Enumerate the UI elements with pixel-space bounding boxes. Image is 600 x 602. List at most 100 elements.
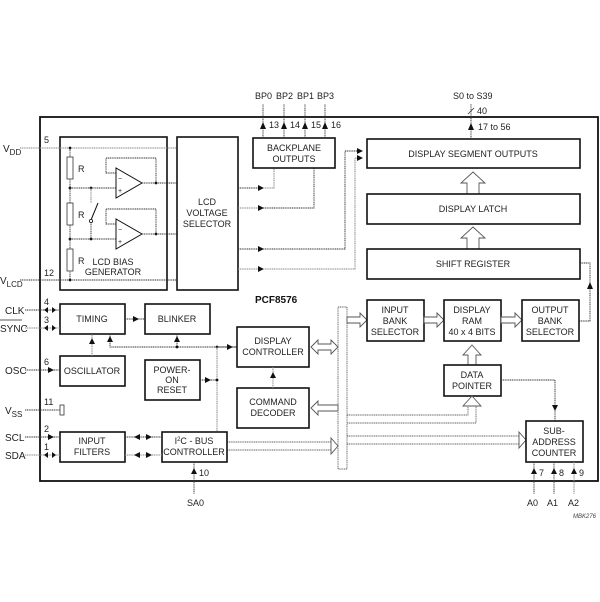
display-latch: DISPLAY LATCH xyxy=(366,193,581,225)
block-label: BACKPLANE xyxy=(267,143,321,153)
i2c-bus-controller: I2C - BUS CONTROLLER xyxy=(161,431,228,463)
data-pointer: DATA POINTER xyxy=(443,364,502,397)
scl-label: SCL xyxy=(5,433,25,444)
block-label: ADDRESS xyxy=(532,437,576,447)
display-ram: DISPLAY RAM 40 x 4 BITS xyxy=(443,299,502,342)
block-label: SELECTOR xyxy=(371,327,420,337)
hollow-arrow-bidir xyxy=(310,338,339,356)
block-label: GENERATOR xyxy=(85,267,142,277)
pin-number: 12 xyxy=(44,268,54,278)
block-label: DECODER xyxy=(250,408,296,418)
pin-number: 9 xyxy=(579,468,584,478)
resistor-label: R xyxy=(78,164,85,174)
pin-number: 13 xyxy=(269,120,279,130)
bp-label: BP1 xyxy=(297,91,314,101)
block-label: OUTPUT xyxy=(532,305,570,315)
a2-label: A2 xyxy=(568,498,579,508)
pin-number: 5 xyxy=(44,135,49,145)
block-label: BANK xyxy=(383,316,408,326)
block-label: OSCILLATOR xyxy=(64,366,121,376)
block-label: COMMAND xyxy=(249,397,297,407)
resistor-label: R xyxy=(78,210,85,220)
internal-bus xyxy=(337,306,348,470)
block-label: INPUT xyxy=(382,305,410,315)
block-label: 40 x 4 BITS xyxy=(448,327,495,337)
command-decoder: COMMAND DECODER xyxy=(236,387,310,429)
block-label: INPUT xyxy=(79,436,107,446)
block-label: DISPLAY xyxy=(254,336,291,346)
vss-label: VSS xyxy=(5,406,22,419)
hollow-arrow-to-input-bank xyxy=(346,311,368,329)
opamp-upper-icon xyxy=(115,167,144,199)
hollow-arrow-to-decoder xyxy=(310,399,339,417)
opamp-lower-icon xyxy=(115,218,144,250)
block-label: OUTPUTS xyxy=(272,154,315,164)
hollow-arrow-shift-to-latch xyxy=(459,226,487,250)
pin-range: 17 to 56 xyxy=(478,122,511,132)
bus-width: 40 xyxy=(477,106,487,116)
block-label: LCD BIAS xyxy=(92,257,133,267)
block-label: SELECTOR xyxy=(183,219,232,229)
block-label: POINTER xyxy=(452,381,493,391)
display-controller: DISPLAY CONTROLLER xyxy=(236,326,310,368)
block-label: VOLTAGE xyxy=(186,208,227,218)
resistor-label: R xyxy=(78,256,85,266)
blinker: BLINKER xyxy=(144,303,211,335)
block-label: SUB- xyxy=(543,426,565,436)
figure-code: MBK276 xyxy=(573,514,597,520)
block-label: COUNTER xyxy=(532,448,577,458)
block-label: I2C - BUS xyxy=(175,436,214,446)
osc-label: OSC xyxy=(5,366,27,377)
block-label: ON xyxy=(165,375,179,385)
block-label: CONTROLLER xyxy=(163,447,225,457)
bp-label: BP0 xyxy=(255,91,272,101)
pin-number: 8 xyxy=(559,468,564,478)
block-label: RAM xyxy=(462,316,482,326)
input-bank-selector: INPUT BANK SELECTOR xyxy=(366,299,425,342)
a1-label: A1 xyxy=(547,498,558,508)
bp-label: BP2 xyxy=(276,91,293,101)
block-label: BLINKER xyxy=(158,314,197,324)
resistor-2 xyxy=(66,202,74,226)
hollow-arrow-latch-to-segments xyxy=(459,171,487,195)
block-label: DISPLAY LATCH xyxy=(439,204,508,214)
pin-number: 6 xyxy=(44,357,49,367)
resistor-1 xyxy=(66,156,74,180)
clk-label: CLK xyxy=(5,306,25,317)
svg-text:+: + xyxy=(118,239,122,246)
segment-pins: S0 to S39 40 17 to 56 xyxy=(453,91,511,139)
pin-number: 4 xyxy=(44,297,49,307)
pin-number: 14 xyxy=(290,120,300,130)
pin-number: 1 xyxy=(44,442,49,452)
input-filters: INPUT FILTERS xyxy=(59,431,126,463)
sync-label: SYNC xyxy=(0,324,28,335)
a0-label: A0 xyxy=(527,498,538,508)
block-label: SHIFT REGISTER xyxy=(436,259,511,269)
pin-number: 10 xyxy=(199,468,209,478)
output-bank-selector: OUTPUT BANK SELECTOR xyxy=(521,299,580,342)
address-pins: 7 8 9 A0 A1 A2 xyxy=(527,462,584,508)
vlcd-label: VLCD xyxy=(0,276,23,289)
segment-label: S0 to S39 xyxy=(453,91,493,101)
hollow-arrow-to-output-bank xyxy=(500,311,523,329)
power-on-reset: POWER- ON RESET xyxy=(144,359,201,401)
block-label: FILTERS xyxy=(74,447,110,457)
backplane-outputs: BACKPLANE OUTPUTS xyxy=(252,137,336,169)
block-label: CONTROLLER xyxy=(242,347,304,357)
display-segment-outputs: DISPLAY SEGMENT OUTPUTS xyxy=(366,138,581,169)
block-label: DATA xyxy=(461,370,484,380)
block-label: TIMING xyxy=(76,314,108,324)
shift-register: SHIFT REGISTER xyxy=(366,248,581,280)
timing: TIMING xyxy=(59,303,126,335)
hollow-arrow-pointer-to-ram xyxy=(461,344,483,366)
block-label: LCD xyxy=(198,197,217,207)
sa0-label: SA0 xyxy=(187,498,204,508)
pin-number: 16 xyxy=(331,120,341,130)
vdd-label: VDD xyxy=(3,144,21,157)
block-label: DISPLAY xyxy=(453,305,490,315)
backplane-pins: BP0 BP2 BP1 BP3 13 14 15 16 xyxy=(255,91,341,138)
pin-number: 11 xyxy=(44,397,53,407)
lcd-voltage-selector: LCD VOLTAGE SELECTOR xyxy=(176,136,239,291)
